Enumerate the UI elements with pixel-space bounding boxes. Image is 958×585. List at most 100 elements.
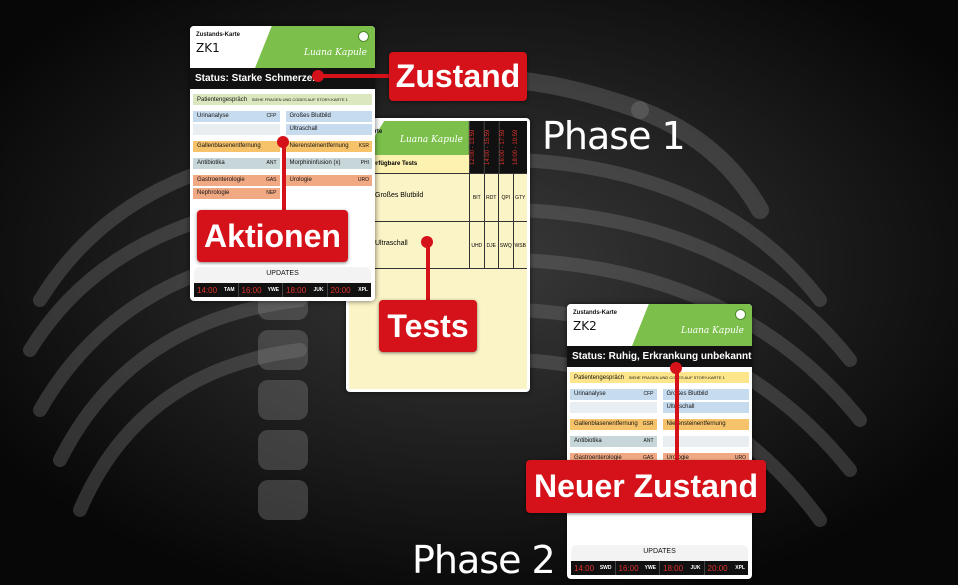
action-label: Antibiotika: [574, 438, 602, 444]
tests-card-patient: Luana Kapule: [399, 135, 463, 145]
action-label: Nierensteinentfernung: [666, 421, 726, 427]
tests-col-1: 12:00 - 13:59: [469, 121, 484, 173]
callout-aktionen: Aktionen: [197, 210, 348, 262]
connector-dot: [670, 362, 682, 374]
action-code: GAS: [642, 455, 654, 461]
update-slot: 20:00 XPL: [705, 561, 749, 575]
action-row: Gallenblasenentfernung: [193, 141, 280, 152]
status-line: Status: Ruhig, Erkrankung unbekannt: [567, 346, 752, 367]
action-row: Nierensteinentfernung KSR: [285, 141, 372, 152]
action-code: NEP: [266, 190, 277, 196]
card-id: ZK2: [573, 319, 597, 333]
action-label: Gallenblasenentfernung: [197, 143, 261, 149]
test-code: SWQ: [498, 222, 513, 268]
action-label: Ultraschall: [289, 126, 318, 132]
phase-1-label: Phase 1: [542, 114, 686, 158]
test-code: UHD: [469, 222, 484, 268]
action-code: CFP: [266, 113, 277, 119]
action-label: Urinanalyse: [574, 391, 606, 397]
action-code: KSR: [358, 143, 369, 149]
test-code: WSB: [512, 222, 528, 268]
slot-time: 20:00: [707, 563, 728, 573]
slot-time: 14:00: [574, 563, 595, 573]
action-row-empty: [570, 402, 657, 413]
action-row: Nierensteinentfernung: [662, 419, 749, 430]
test-code: DJE: [483, 222, 499, 268]
slot-code: XPL: [358, 287, 368, 293]
action-row-empty: [662, 436, 749, 447]
card-title: Zustands-Karte: [573, 310, 618, 316]
test-code: RDT: [483, 174, 499, 221]
action-row: Ultraschall: [662, 402, 749, 413]
slot-code: XPL: [735, 565, 745, 571]
update-slot: 16:00 YWE: [239, 283, 283, 297]
test-row: Großes Blutbild BIT RDT QPI GTY: [349, 173, 527, 221]
action-row-empty: [193, 124, 280, 135]
action-row: Antibiotika ANT: [193, 158, 280, 169]
slot-time: 18:00: [286, 285, 307, 295]
update-slot: 20:00 XPL: [328, 283, 372, 297]
phase-2-label: Phase 2: [412, 538, 556, 582]
action-code: URO: [734, 455, 746, 461]
action-code: ANT: [643, 438, 654, 444]
action-label: Nierensteinentfernung: [289, 143, 349, 149]
slot-time: 18:00: [663, 563, 684, 573]
patient-name: Luana Kapule: [303, 48, 367, 58]
action-note: SIEHE FRAGEN UND CODES AUF STORY-KARTE 1: [251, 97, 348, 102]
slot-time: 16:00: [241, 285, 262, 295]
status-line: Status: Starke Schmerzen: [190, 68, 375, 89]
action-row: Patientengespräch SIEHE FRAGEN UND CODES…: [193, 94, 372, 105]
action-label: Urologie: [289, 177, 312, 183]
connector-dot: [421, 236, 433, 248]
action-code: ANT: [266, 160, 277, 166]
tests-col-3: 16:00 - 17:59: [498, 121, 514, 173]
action-code: URO: [357, 177, 369, 183]
callout-tests: Tests: [379, 300, 477, 352]
test-name: Großes Blutbild: [375, 192, 424, 199]
action-code: GSR: [642, 421, 654, 427]
patient-name: Luana Kapule: [680, 326, 744, 336]
connector-line: [426, 242, 430, 304]
action-row: Gallenblasenentfernung GSR: [570, 419, 657, 430]
action-label: Morphininfusion (x): [289, 160, 341, 166]
test-code: QPI: [498, 174, 513, 221]
update-slot: 18:00 JUK: [660, 561, 705, 575]
slot-code: SWD: [599, 565, 612, 571]
action-label: Gastroenterologie: [197, 177, 245, 183]
action-row: Morphininfusion (x)PHI: [285, 158, 372, 169]
slot-time: 20:00: [330, 285, 351, 295]
test-row: Ultraschall UHD DJE SWQ WSB: [349, 221, 527, 269]
action-row: Antibiotika ANT: [570, 436, 657, 447]
action-row: Ultraschall: [285, 124, 372, 135]
action-label: Ultraschall: [666, 404, 695, 410]
connector-line: [675, 368, 679, 462]
action-label: Großes Blutbild: [666, 391, 708, 397]
action-label: Gallenblasenentfernung: [574, 421, 638, 427]
update-slot: 14:00 SWD: [571, 561, 616, 575]
slot-code: YWE: [644, 565, 656, 571]
action-label: Gastroenterologie: [574, 455, 622, 461]
state-card-zk2: Zustands-Karte ZK2 Luana Kapule Status: …: [567, 304, 752, 579]
person-icon: [358, 31, 369, 42]
action-row: Großes Blutbild: [662, 389, 749, 400]
connector-dot: [277, 136, 289, 148]
card-title: Zustands-Karte: [196, 32, 241, 38]
connector-line: [320, 74, 392, 78]
test-name: Ultraschall: [375, 240, 408, 247]
callout-zustand: Zustand: [389, 52, 527, 101]
action-row-empty: [285, 188, 372, 199]
connector-line: [282, 142, 286, 214]
action-row: Patientengespräch SIEHE FRAGEN UND CODES…: [570, 372, 749, 383]
slot-code: YWE: [267, 287, 279, 293]
slot-code: JUK: [690, 565, 701, 571]
available-tests-label: Verfügbare Tests: [349, 155, 469, 173]
action-label: Antibiotika: [197, 160, 225, 166]
action-row: Gastroenterologie GAS: [570, 453, 657, 464]
